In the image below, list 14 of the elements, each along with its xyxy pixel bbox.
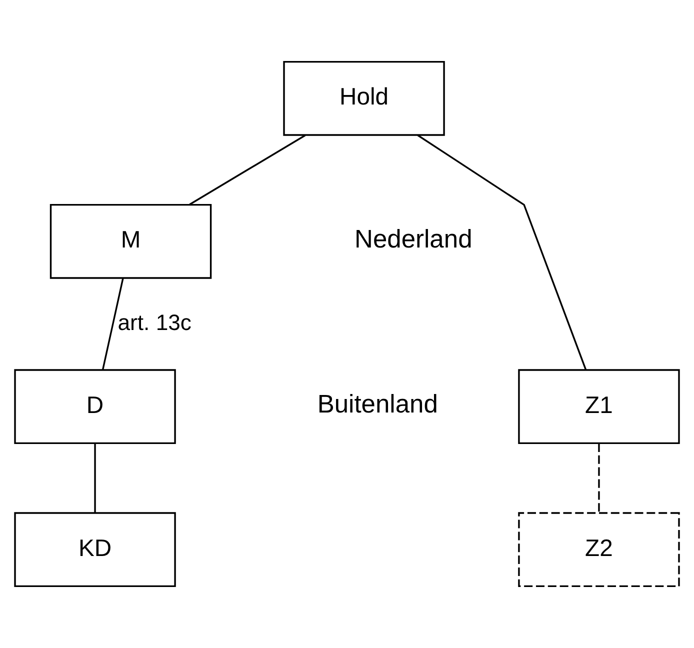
edge-label: art. 13c <box>118 310 192 335</box>
connector <box>598 444 600 513</box>
node-box: Hold <box>283 60 445 136</box>
label: Buitenland <box>317 390 438 419</box>
connector <box>417 134 587 370</box>
node-box: Z2 <box>518 512 680 588</box>
label: Nederland <box>354 225 472 254</box>
node-box: D <box>14 369 176 444</box>
node-box: KD <box>14 512 176 588</box>
node-box: M <box>50 204 212 279</box>
connector <box>102 278 124 370</box>
connector <box>94 444 96 513</box>
connector <box>189 134 306 206</box>
node-box: Z1 <box>518 369 680 444</box>
